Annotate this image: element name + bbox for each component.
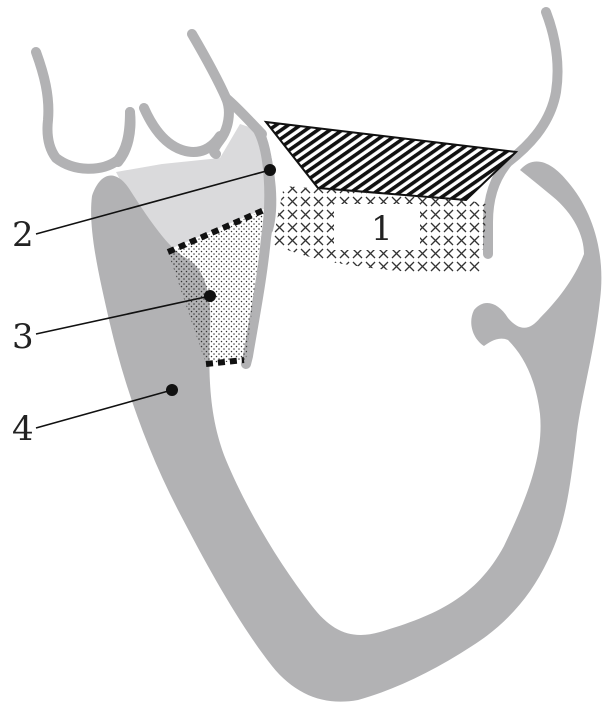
label-1: 1 xyxy=(371,209,393,249)
marker-dot-3 xyxy=(204,290,216,302)
vessel-outline xyxy=(488,12,558,254)
marker-dot-4 xyxy=(166,384,178,396)
marker-dot-2 xyxy=(264,164,276,176)
label-2: 2 xyxy=(12,215,34,255)
label-4: 4 xyxy=(12,409,34,449)
label-3: 3 xyxy=(12,317,34,357)
